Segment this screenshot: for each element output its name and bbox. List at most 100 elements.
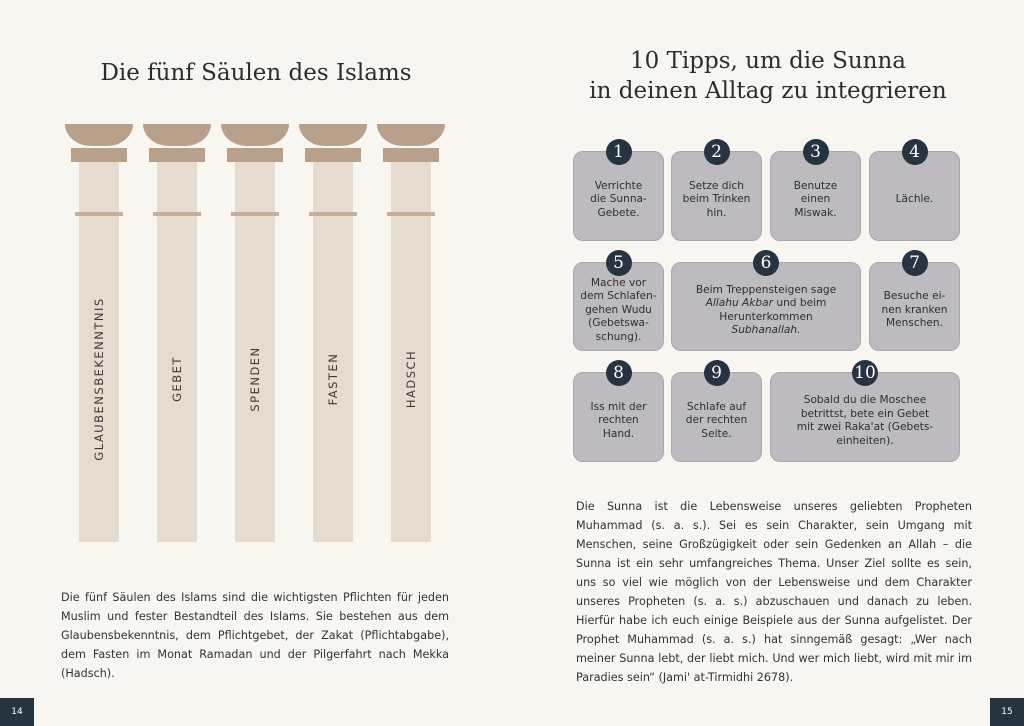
- tip-box-2: 2 Setze dich beim Trinken hin.: [671, 139, 762, 241]
- page-number: 15: [990, 698, 1024, 726]
- tip-text: Iss mit der rechten Hand.: [591, 401, 647, 442]
- pillar-capital: [143, 124, 211, 146]
- pillar-ring: [153, 212, 201, 216]
- tip-text: Sobald du die Moschee betrittst, bete ei…: [797, 394, 933, 448]
- right-page: 10 Tipps, um die Sunna in deinen Alltag …: [512, 0, 1024, 726]
- pillar-spenden: SPENDEN: [221, 124, 289, 542]
- pillar-hadsch: HADSCH: [377, 124, 445, 542]
- tip-line: Miswak.: [794, 206, 837, 219]
- pillar-abacus: [305, 148, 361, 162]
- tip-box-4: 4 Lächle.: [869, 139, 960, 241]
- tip-italic-term: Allahu Akbar: [705, 297, 773, 309]
- title-line-1: 10 Tipps, um die Sunna: [630, 48, 906, 74]
- tip-line: einheiten).: [836, 434, 894, 447]
- pillar-abacus: [227, 148, 283, 162]
- page-title-sunna-tips: 10 Tipps, um die Sunna in deinen Alltag …: [512, 46, 1024, 106]
- tip-line: Hand.: [602, 427, 635, 440]
- tip-line: betrittst, bete ein Gebet: [800, 407, 930, 420]
- pillar-label: GLAUBENSBEKENNTNIS: [92, 297, 106, 461]
- tip-line: Schlafe auf: [686, 400, 747, 413]
- tip-number: 1: [605, 139, 632, 165]
- tip-line: mit zwei Raka'at (Gebets-: [796, 421, 934, 433]
- tip-line: Sobald du die Moschee: [803, 394, 927, 406]
- pillar-ring: [387, 212, 435, 216]
- tip-line: Benutze: [793, 179, 838, 192]
- tip-box-10: 10 Sobald du die Moschee betrittst, bete…: [770, 360, 960, 462]
- pillar-abacus: [149, 148, 205, 162]
- pillar-abacus: [71, 148, 127, 162]
- pillar-shaft: [79, 162, 119, 542]
- pillar-abacus: [383, 148, 439, 162]
- tip-line: Lächle.: [895, 193, 934, 206]
- sunna-paragraph: Die Sunna ist die Lebensweise unseres ge…: [576, 500, 972, 684]
- tip-line: (Gebetswa-: [588, 317, 649, 330]
- tip-line: Subhanallah.: [696, 324, 836, 338]
- tip-line: Iss mit der: [590, 400, 647, 413]
- tip-number: 9: [703, 360, 730, 386]
- tip-text: Verrichte die Sunna- Gebete.: [590, 180, 647, 221]
- tip-line: Setze dich: [688, 179, 745, 192]
- tip-line: nen kranken: [881, 303, 948, 316]
- pillar-glaubensbekenntnis: GLAUBENSBEKENNTNIS: [65, 124, 133, 542]
- tip-line: Besuche ei-: [883, 290, 946, 303]
- tip-line: Gebete.: [597, 206, 640, 219]
- tip-line: schung).: [595, 330, 642, 343]
- tip-line: Mache vor: [590, 276, 647, 289]
- pillar-label: GEBET: [170, 356, 184, 402]
- pillar-label: FASTEN: [326, 352, 340, 406]
- tip-line: Menschen.: [885, 317, 944, 330]
- pillar-label: SPENDEN: [248, 346, 262, 412]
- pillar-capital: [221, 124, 289, 146]
- page-title-pillars: Die fünf Säulen des Islams: [100, 60, 412, 86]
- tip-line: Beim Treppensteigen sage: [695, 283, 837, 296]
- pillar-shaft: [391, 162, 431, 542]
- tip-text: Schlafe auf der rechten Seite.: [686, 401, 748, 442]
- tip-line: Verrichte: [594, 179, 643, 192]
- tip-line-rest: und beim: [772, 297, 827, 309]
- tip-box-9: 9 Schlafe auf der rechten Seite.: [671, 360, 762, 462]
- tip-text: Setze dich beim Trinken hin.: [683, 180, 751, 221]
- tip-number: 6: [753, 250, 779, 276]
- tip-number: 10: [852, 360, 878, 386]
- tip-box-8: 8 Iss mit der rechten Hand.: [573, 360, 664, 462]
- tip-text: Benutze einen Miswak.: [794, 180, 837, 221]
- tip-line: beim Trinken: [682, 193, 751, 206]
- tip-line: einen: [800, 193, 831, 206]
- pillar-capital: [299, 124, 367, 146]
- tip-number: 5: [605, 250, 632, 276]
- tip-box-5: 5 Mache vor dem Schlafen- gehen Wudu (Ge…: [573, 250, 664, 351]
- pillar-capital: [65, 124, 133, 146]
- tip-number: 4: [901, 139, 928, 165]
- tip-line: Allahu Akbar und beim: [696, 297, 836, 311]
- tip-text: Mache vor dem Schlafen- gehen Wudu (Gebe…: [580, 277, 656, 345]
- pillar-ring: [231, 212, 279, 216]
- tip-line: die Sunna-: [590, 193, 647, 206]
- pillar-shaft: [235, 162, 275, 542]
- tip-number: 2: [703, 139, 730, 165]
- tip-line: hin.: [706, 206, 727, 219]
- page-number: 14: [0, 698, 34, 726]
- tip-text: Lächle.: [896, 193, 934, 207]
- tip-line: der rechten: [685, 414, 748, 427]
- tip-italic-term: Subhanallah.: [731, 324, 801, 336]
- tip-box-3: 3 Benutze einen Miswak.: [770, 139, 861, 241]
- pillar-shaft: [313, 162, 353, 542]
- tip-line: Herunterkommen: [719, 310, 813, 323]
- pillar-ring: [75, 212, 123, 216]
- title-line-2: in deinen Alltag zu integrieren: [589, 78, 947, 104]
- tip-box-6: 6 Beim Treppensteigen sage Allahu Akbar …: [671, 250, 861, 351]
- left-page: Die fünf Säulen des Islams GLAUBENSBEKEN…: [0, 60, 449, 726]
- tip-text: Besuche ei- nen kranken Menschen.: [882, 290, 948, 331]
- tip-text: Beim Treppensteigen sage Allahu Akbar un…: [696, 284, 836, 338]
- pillar-shaft: [157, 162, 197, 542]
- tip-box-1: 1 Verrichte die Sunna- Gebete.: [573, 139, 664, 241]
- tip-line: gehen Wudu: [585, 303, 652, 316]
- tip-line: Seite.: [701, 427, 732, 440]
- tip-number: 3: [802, 139, 829, 165]
- pillars-paragraph: Die fünf Säulen des Islams sind die wich…: [61, 591, 449, 680]
- pillar-fasten: FASTEN: [299, 124, 367, 542]
- tip-line: rechten: [598, 414, 639, 427]
- tip-number: 8: [605, 360, 632, 386]
- tip-box-7: 7 Besuche ei- nen kranken Menschen.: [869, 250, 960, 351]
- pillar-label: HADSCH: [404, 349, 418, 409]
